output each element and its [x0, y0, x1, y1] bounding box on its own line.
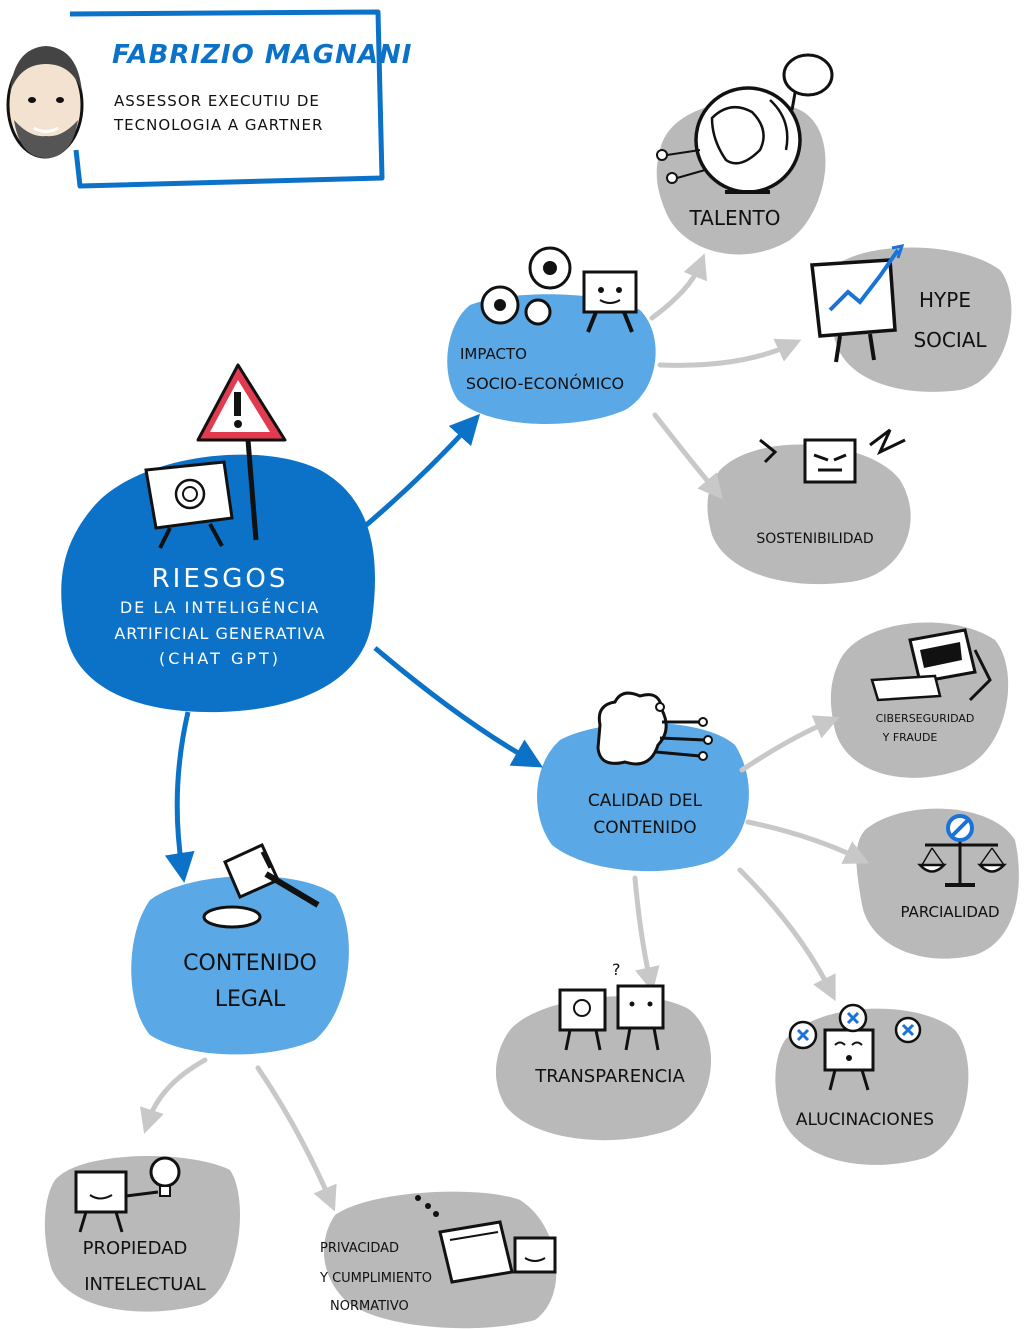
- arrow-to-transparencia: [632, 875, 660, 993]
- author-name: FABRIZIO MAGNANI: [112, 40, 413, 70]
- arrow-to-hype: [657, 338, 802, 368]
- blob-central: [61, 454, 376, 713]
- author-role-line-2: TECNOLOGIA A GARTNER: [114, 116, 324, 134]
- warning-sign-icon: [196, 363, 287, 541]
- leaf-ciber-line-2: Y FRAUDE: [882, 731, 938, 744]
- impacto-label-1: IMPACTO: [460, 345, 527, 363]
- leaf-privacidad-line-2: Y CUMPLIMIENTO: [320, 1271, 432, 1286]
- leaf-alucinaciones: ALUCINACIONES: [795, 1110, 935, 1130]
- blob-sostenibilidad: [707, 444, 911, 585]
- central-line-2: ARTIFICIAL GENERATIVA: [114, 624, 326, 643]
- arrow-to-alucinaciones: [737, 867, 836, 1002]
- chatgpt-laptop-icon: [144, 460, 234, 549]
- leaf-propiedad-line-2: INTELECTUAL: [84, 1274, 206, 1295]
- leaf-propiedad-line-1: PROPIEDAD: [82, 1238, 188, 1259]
- arrow-to-ciberseguridad: [739, 715, 840, 773]
- gears-computer-icon: [480, 246, 638, 333]
- two-computers-icon: ?: [558, 960, 665, 1051]
- author-portrait-icon: [6, 46, 84, 159]
- leaf-privacidad-line-3: NORMATIVO: [330, 1299, 409, 1314]
- leaf-parcialidad: PARCIALIDAD: [900, 903, 1000, 921]
- author-role-line-1: ASSESSOR EXECUTIU DE: [114, 92, 320, 110]
- arrow-to-propiedad: [139, 1057, 208, 1134]
- leaf-privacidad-line-1: PRIVACIDAD: [320, 1241, 400, 1256]
- svg-text:?: ?: [612, 960, 621, 979]
- arrow-central-to-calidad: [373, 646, 544, 768]
- blob-parcialidad: [856, 808, 1019, 959]
- central-line-3: (CHAT GPT): [158, 649, 282, 668]
- gavel-icon: [202, 843, 320, 929]
- arrow-central-to-impacto: [356, 413, 481, 534]
- blob-calidad: [537, 722, 749, 872]
- calidad-label-1: CALIDAD DEL: [587, 791, 703, 811]
- computer-bulb-icon: [74, 1156, 181, 1233]
- arrow-to-parcialidad: [745, 819, 870, 864]
- central-title: RIESGOS: [151, 564, 289, 594]
- calidad-label-2: CONTENIDO: [593, 818, 697, 838]
- scales-icon: [917, 814, 1007, 887]
- leaf-talento: TALENTO: [689, 206, 781, 230]
- blob-transparencia: [495, 996, 712, 1141]
- leaf-sostenibilidad: SOSTENIBILIDAD: [756, 531, 874, 547]
- legal-label-1: CONTENIDO: [183, 951, 317, 976]
- book-computer-icon: [415, 1195, 557, 1284]
- hacker-laptop-icon: [870, 628, 992, 702]
- rising-chart-icon: [810, 244, 905, 363]
- leaf-hype-line-2: SOCIAL: [913, 328, 987, 352]
- confused-computer-icon: [788, 1003, 922, 1091]
- arrow-to-privacidad: [255, 1065, 337, 1212]
- blob-impacto: [447, 294, 656, 424]
- leaf-hype-line-1: HYPE: [919, 288, 971, 312]
- author-card: [6, 9, 385, 189]
- author-card-frame: [69, 9, 385, 189]
- blob-legal: [131, 876, 349, 1055]
- leaf-transparencia: TRANSPARENCIA: [535, 1066, 685, 1087]
- arrow-central-to-legal: [164, 711, 195, 883]
- central-line-1: DE LA INTELIGÉNCIA: [119, 598, 321, 617]
- arrow-to-talento: [649, 253, 707, 321]
- globe-icon: [656, 53, 834, 194]
- legal-label-2: LEGAL: [214, 987, 286, 1012]
- angry-computer-icon: [759, 428, 906, 484]
- brain-circuit-icon: [596, 691, 713, 766]
- arrow-to-sostenibilidad: [652, 412, 724, 500]
- impacto-label-2: SOCIO-ECONÓMICO: [465, 374, 625, 393]
- leaf-ciber-line-1: CIBERSEGURIDAD: [875, 712, 975, 725]
